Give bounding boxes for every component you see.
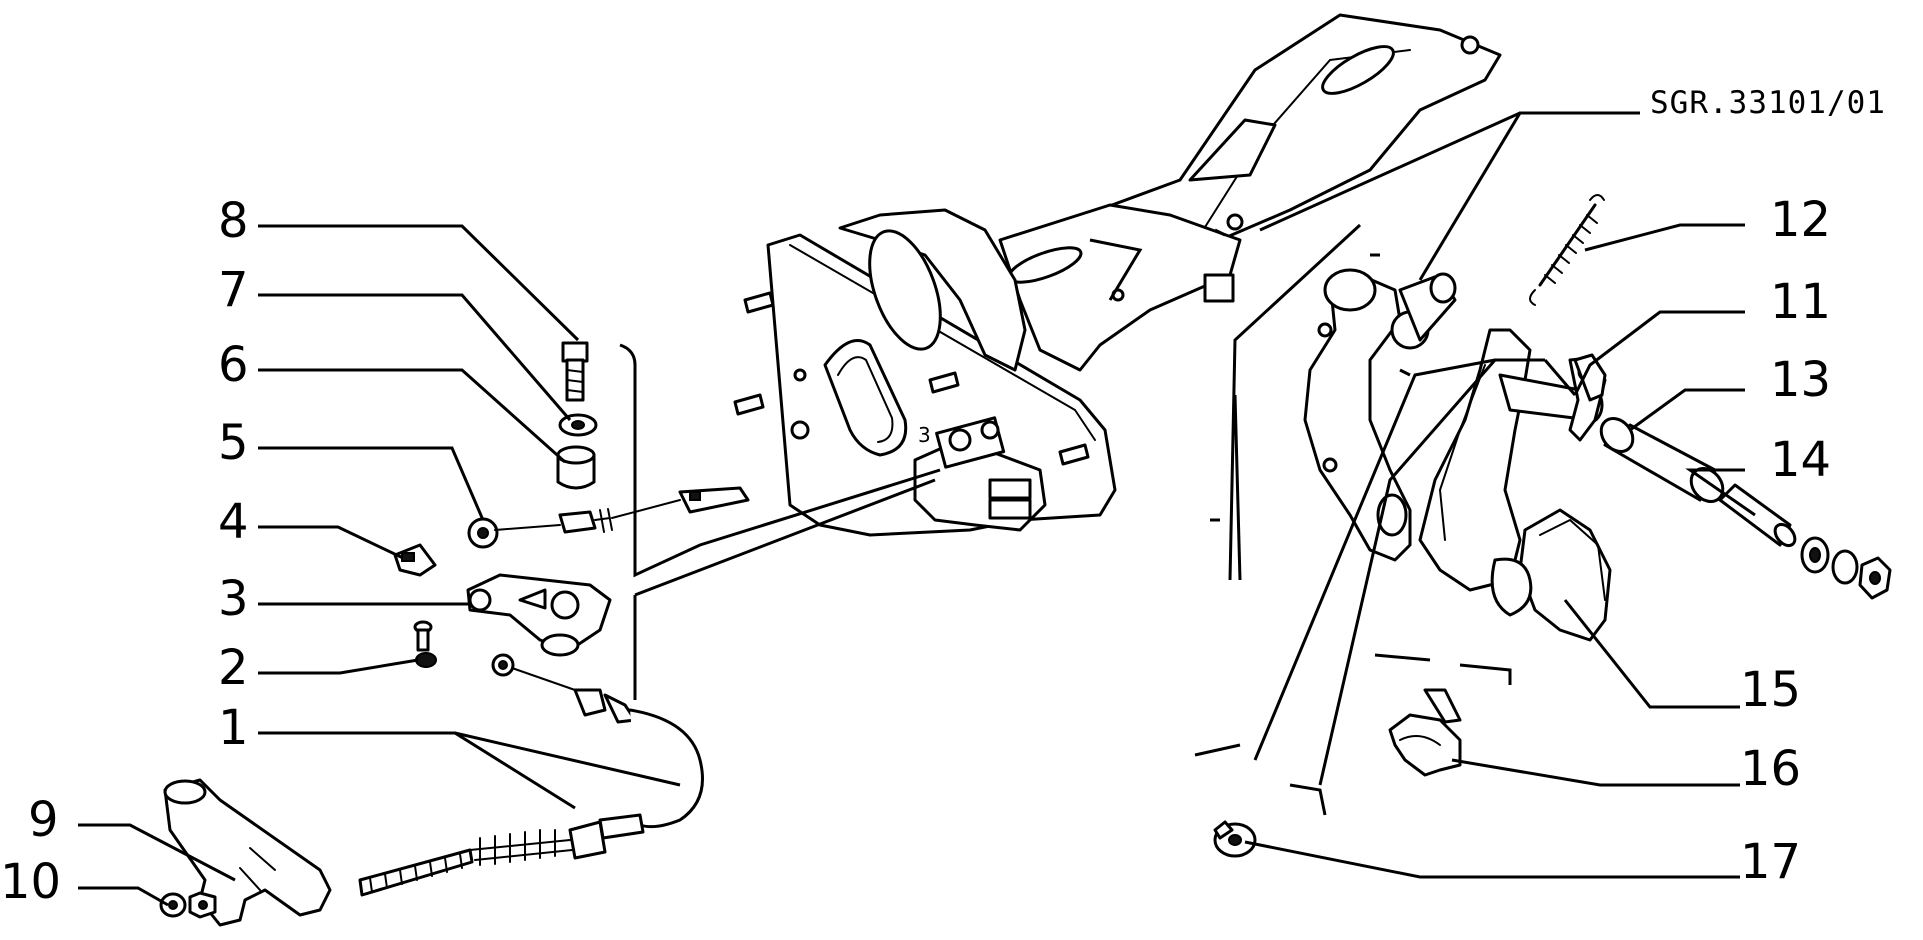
pivot-pin	[1718, 483, 1892, 600]
part-number-15: 15	[1740, 662, 1801, 718]
bushing	[556, 445, 596, 490]
part-number-13: 13	[1770, 352, 1831, 408]
pedal-box-assembly: 3	[733, 13, 1502, 537]
svg-text:3: 3	[918, 423, 931, 447]
lever-plate	[466, 573, 612, 657]
part-number-2: 2	[218, 640, 249, 696]
part-number-10: 10	[0, 854, 61, 910]
nut-washer	[159, 891, 217, 919]
part-number-labels: 8 7 6 5 4 3 2 1 9 10 12 11 13 14 15 16 1…	[0, 192, 1831, 910]
part-number-7: 7	[218, 262, 249, 318]
mounting-studs	[733, 291, 1090, 466]
pivot-sleeve	[1599, 417, 1725, 503]
reference-code: SGR.33101/01	[1650, 85, 1886, 121]
part-number-1: 1	[218, 700, 249, 756]
release-lever	[163, 778, 332, 927]
pedal-box-arm	[998, 203, 1242, 372]
part-number-3: 3	[218, 571, 249, 627]
assembly-bracket-left	[619, 343, 941, 578]
cable-end-connector	[467, 486, 750, 549]
clutch-pedal	[1418, 328, 1532, 592]
part-number-16: 16	[1740, 741, 1801, 797]
part-number-9: 9	[28, 792, 59, 848]
leader-lines	[78, 111, 1756, 907]
pedal-clip	[1388, 688, 1462, 777]
pedal-pad	[1518, 508, 1612, 642]
part-number-4: 4	[218, 494, 249, 550]
pedal-arm	[1573, 353, 1607, 402]
brake-pedal	[1303, 273, 1412, 562]
clevis-pin	[413, 620, 437, 668]
return-spring	[1529, 194, 1605, 306]
lock-washer	[558, 413, 598, 437]
part-number-11: 11	[1770, 274, 1831, 330]
part-number-17: 17	[1740, 834, 1801, 890]
spring-clip	[393, 543, 437, 577]
part-number-5: 5	[218, 415, 249, 471]
part-number-14: 14	[1770, 432, 1831, 488]
pedal-assembly	[1303, 268, 1612, 642]
part-number-12: 12	[1770, 192, 1831, 248]
part-number-6: 6	[218, 337, 249, 393]
stop-pin	[1213, 820, 1257, 858]
bolt	[561, 341, 589, 402]
clutch-cable	[358, 653, 704, 897]
part-number-8: 8	[218, 193, 249, 249]
